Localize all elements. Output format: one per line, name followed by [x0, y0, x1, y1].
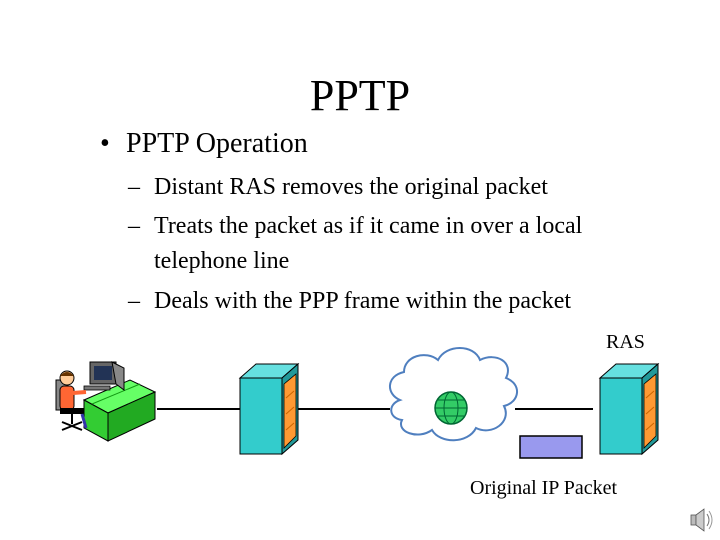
ras-label: RAS	[606, 331, 645, 353]
subbullet-dash: –	[128, 213, 140, 239]
subbullet-dash: –	[128, 174, 140, 200]
bullet-symbol: •	[100, 128, 110, 159]
remote-ras-server-icon	[598, 362, 660, 456]
subbullet-4: –Deals with the PPP frame within the pac…	[128, 286, 571, 316]
packet-label: Original IP Packet	[470, 477, 618, 499]
subbullet-1: –Distant RAS removes the original packet	[128, 172, 548, 202]
subbullet-text: telephone line	[154, 248, 290, 274]
subbullet-2: –Treats the packet as if it came in over…	[128, 211, 582, 241]
ip-packet-icon	[519, 435, 583, 459]
subbullet-text: Treats the packet as if it came in over …	[154, 213, 583, 239]
bullet-level1: • PPTP Operation	[100, 126, 308, 162]
subbullet-dash: –	[128, 288, 140, 314]
slide-title: PPTP	[309, 71, 411, 120]
subbullet-3-continuation: telephone line	[128, 246, 289, 276]
user-at-computer-icon	[55, 361, 157, 442]
cloud-network-icon	[389, 347, 518, 442]
speaker-icon	[690, 508, 713, 532]
local-server-icon	[238, 362, 300, 456]
subbullet-text: Deals with the PPP frame within the pack…	[154, 288, 572, 314]
subbullet-text: Distant RAS removes the original packet	[154, 174, 548, 200]
bullet-text: PPTP Operation	[126, 128, 308, 159]
